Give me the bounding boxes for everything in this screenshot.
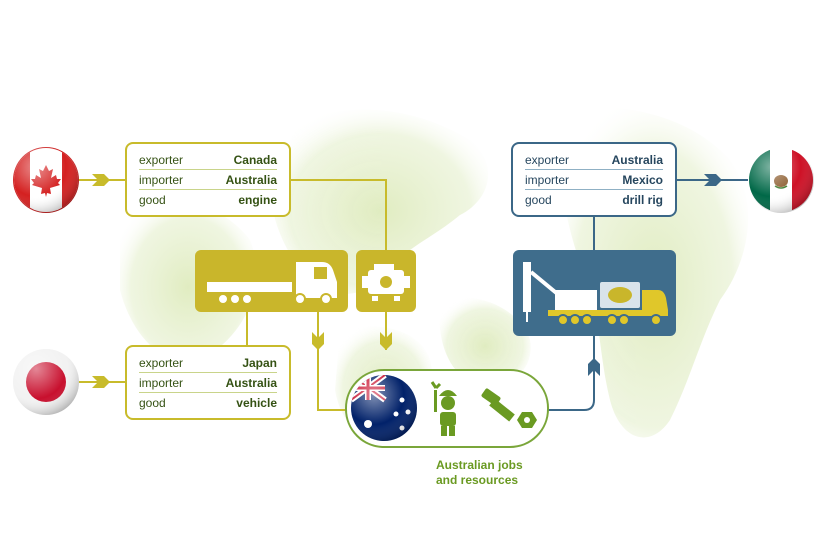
exporter-label: exporter: [139, 355, 184, 370]
importer-label: importer: [525, 172, 570, 187]
good-label: good: [525, 192, 552, 207]
arrow-down-icon: [312, 332, 324, 350]
importer-label: importer: [139, 375, 184, 390]
trade-card-japan-australia: exporter Japan importer Australia good vehi…: [125, 345, 291, 420]
japan-flag-icon: [13, 349, 79, 415]
importer-value: Australia: [225, 172, 277, 187]
trade-card-canada-australia: exporter Canada importer Australia good eng…: [125, 142, 291, 217]
importer-value: Australia: [225, 375, 277, 390]
good-value: vehicle: [236, 395, 277, 410]
truck-box: [195, 250, 348, 312]
exporter-value: Japan: [242, 355, 277, 370]
importer-value: Mexico: [622, 172, 663, 187]
good-value: drill rig: [622, 192, 663, 207]
bolt-nut-icon: [481, 388, 537, 428]
exporter-value: Australia: [611, 152, 663, 167]
hub-caption-line1: Australian jobs: [436, 458, 523, 472]
australia-flag-icon: [351, 375, 417, 441]
importer-label: importer: [139, 172, 184, 187]
engine-icon: [362, 264, 410, 301]
exporter-value: Canada: [233, 152, 277, 167]
connectors: [78, 179, 748, 411]
arrow-right-icon: [92, 376, 110, 388]
mexico-flag-icon: [748, 147, 814, 213]
good-value: engine: [238, 192, 277, 207]
arrow-up-icon: [588, 358, 600, 376]
hub-caption-line2: and resources: [436, 473, 519, 487]
hub-caption: Australian jobs and resources: [436, 458, 532, 488]
arrow-right-icon: [92, 174, 110, 186]
worker-icon: [430, 381, 457, 436]
arrow-chevrons: [92, 174, 722, 388]
drill-rig-box: [513, 250, 676, 336]
trade-card-australia-mexico: exporter Australia importer Mexico good dri…: [511, 142, 677, 217]
exporter-label: exporter: [525, 152, 570, 167]
arrow-down-icon: [380, 332, 392, 350]
engine-box: [356, 250, 416, 312]
exporter-label: exporter: [139, 152, 184, 167]
good-label: good: [139, 395, 166, 410]
drill-rig-truck-icon: [523, 262, 668, 326]
good-label: good: [139, 192, 166, 207]
canada-flag-icon: [13, 147, 79, 213]
truck-icon: [207, 262, 337, 305]
australia-hub: [345, 369, 549, 448]
arrow-right-icon: [704, 174, 722, 186]
